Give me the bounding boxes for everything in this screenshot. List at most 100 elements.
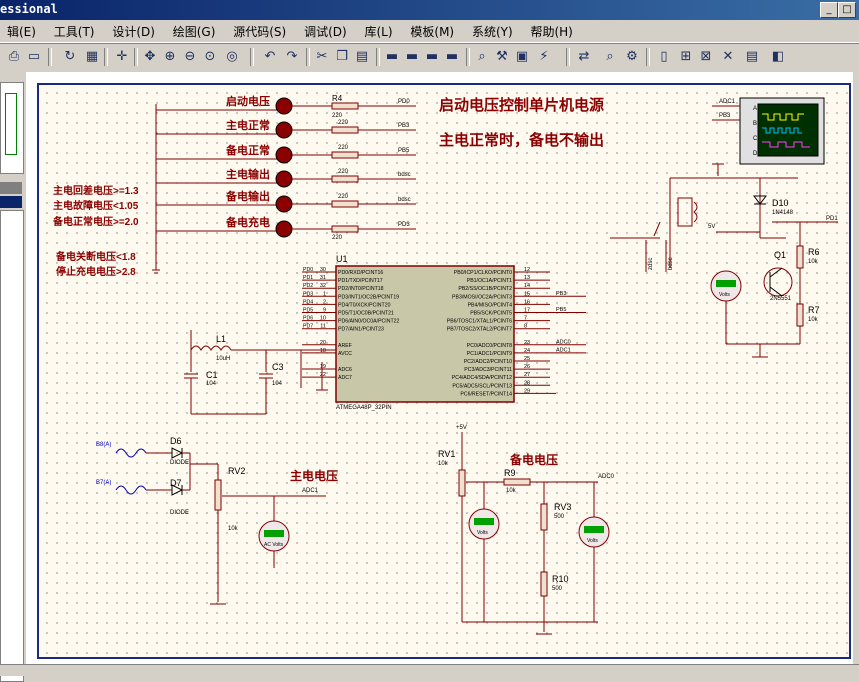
- relay-contact: [653, 221, 661, 237]
- toolbar-separator: [376, 48, 380, 66]
- pick-device-icon[interactable]: ⌕: [478, 49, 486, 64]
- zoom-area-icon[interactable]: ◎: [226, 49, 238, 64]
- mcu-pin-number: 12: [524, 267, 530, 273]
- mcu-pin-label: PD2/INT0/PCINT18: [338, 286, 384, 292]
- block-rotate-icon[interactable]: ▬: [425, 49, 439, 64]
- netlist-ares-icon[interactable]: ✕: [722, 49, 734, 64]
- remove-sheet-icon[interactable]: ⊞: [680, 49, 692, 64]
- rv2-value: 10k: [228, 526, 239, 532]
- zoom-all-icon[interactable]: ⊙: [204, 49, 216, 64]
- redo-icon[interactable]: ↷: [286, 49, 298, 64]
- mcu-pin-label: PC4/ADC4/SDA/PCINT12: [452, 375, 512, 381]
- property-icon[interactable]: ⚙: [626, 49, 638, 64]
- device-list[interactable]: [0, 210, 24, 682]
- schematic-heading-2: 主电正常时，备电不输出: [439, 131, 604, 149]
- bom-icon[interactable]: ▤: [745, 49, 759, 64]
- note-3: 备电正常电压>=2.0: [52, 215, 139, 228]
- print-icon[interactable]: ⎙: [8, 49, 20, 64]
- potentiometer-icon: [458, 469, 466, 497]
- title-bar: essional _ □: [0, 0, 859, 20]
- copy-icon[interactable]: ❐: [336, 49, 348, 64]
- resistor-icon: [796, 245, 804, 269]
- oscilloscope[interactable]: A B C D ADC1 PB3: [712, 97, 825, 165]
- d10-ref: D10: [772, 198, 789, 208]
- r10-value: 500: [552, 586, 563, 592]
- mcu-net-label: PD1: [303, 275, 313, 281]
- make-device-icon[interactable]: ⚒: [496, 49, 508, 64]
- menu-graph[interactable]: 绘图(G): [172, 25, 216, 39]
- mcu-pin-number: 19: [320, 364, 326, 370]
- mcu-body: [335, 265, 515, 403]
- origin-icon[interactable]: ✛: [116, 49, 128, 64]
- block-delete-icon[interactable]: ▬: [445, 49, 459, 64]
- led-row: 主电正常 220 PB3: [156, 118, 416, 139]
- package-tool-icon[interactable]: ▣: [515, 49, 529, 64]
- resistor-icon: [796, 303, 804, 327]
- block-copy-icon[interactable]: ▬: [385, 49, 399, 64]
- main-meter-label: AC Volts: [264, 542, 284, 548]
- left-panel: [0, 72, 26, 682]
- mcu-pin-label: ADC6: [338, 367, 352, 373]
- device-list-selected[interactable]: [0, 196, 22, 208]
- schematic-workspace[interactable]: 启动电压控制单片机电源 主电正常时，备电不输出 启动电压 R4 220 PD0 …: [26, 72, 853, 664]
- mcu-pin-label: PB7/TOSC2/XTAL2/PCINT7: [447, 327, 512, 333]
- mcu-pin-label: AREF: [338, 343, 352, 349]
- potentiometer-icon: [540, 503, 548, 531]
- search-tag-icon[interactable]: ⌕: [606, 49, 614, 64]
- menu-design[interactable]: 设计(D): [112, 25, 155, 39]
- mcu-pin-number: 26: [524, 364, 530, 370]
- cut-icon[interactable]: ✂: [316, 49, 328, 64]
- inductor-icon: [190, 345, 232, 351]
- zoom-in-icon[interactable]: ⊕: [164, 49, 176, 64]
- pan-icon[interactable]: ✥: [144, 49, 156, 64]
- refresh-icon[interactable]: ↻: [64, 49, 76, 64]
- toolbar-separator: [250, 48, 254, 66]
- relay-coil-voltage: 5V: [708, 224, 715, 230]
- menu-debug[interactable]: 调试(D): [304, 25, 347, 39]
- new-sheet-icon[interactable]: ▯: [660, 49, 668, 64]
- transistor-q1[interactable]: Q1 2N5551 R6 10k R7 10k Volts: [710, 222, 820, 358]
- mcu-pin-number: 8: [524, 324, 527, 330]
- menu-tools[interactable]: 工具(T): [53, 25, 95, 39]
- mcu-pin-number: 13: [524, 275, 530, 281]
- led-label: 主电正常: [226, 118, 270, 132]
- menu-help[interactable]: 帮助(H): [530, 25, 573, 39]
- ares-icon[interactable]: ◧: [771, 49, 785, 64]
- overview-window[interactable]: [0, 82, 24, 174]
- d6-ref: D6: [170, 436, 182, 446]
- menu-library[interactable]: 库(L): [364, 25, 393, 39]
- main-section-title: 主电电压: [290, 468, 338, 483]
- mcu-pin-label: ADC7: [338, 375, 352, 381]
- mcu-pin-label: PD7/AIN1/PCINT23: [338, 327, 384, 333]
- mcu-pin-number: 32: [320, 283, 326, 289]
- schematic-canvas[interactable]: 启动电压控制单片机电源 主电正常时，备电不输出 启动电压 R4 220 PD0 …: [26, 72, 853, 664]
- page-icon[interactable]: ▭: [27, 49, 41, 64]
- grid-icon[interactable]: ▦: [85, 49, 99, 64]
- mcu-ref: U1: [336, 254, 348, 264]
- zoom-out-icon[interactable]: ⊖: [184, 49, 196, 64]
- menu-edit[interactable]: 辑(E): [7, 25, 36, 39]
- menu-source[interactable]: 源代码(S): [233, 25, 287, 39]
- menu-template[interactable]: 模板(M): [410, 25, 455, 39]
- decompose-icon[interactable]: ⚡: [539, 49, 549, 64]
- mcu-pin-number: 23: [524, 340, 530, 346]
- menu-system[interactable]: 系统(Y): [471, 25, 513, 39]
- mcu-pin-label: PB0/ICP1/CLKO/PCINT0: [454, 270, 512, 276]
- block-move-icon[interactable]: ▬: [405, 49, 419, 64]
- main-net: ADC1: [302, 488, 319, 494]
- q1-ref: Q1: [774, 250, 786, 260]
- undo-icon[interactable]: ↶: [264, 49, 276, 64]
- paste-icon[interactable]: ▤: [355, 49, 369, 64]
- res-ref: R4: [332, 94, 343, 103]
- led-icon: [275, 170, 293, 188]
- wire-autorouter-icon[interactable]: ⇄: [578, 49, 590, 64]
- goto-sheet-icon[interactable]: ⊠: [700, 49, 712, 64]
- maximize-button[interactable]: □: [838, 2, 856, 18]
- panel-tab[interactable]: [0, 182, 22, 194]
- mcu-u1[interactable]: U1 ATMEGA48P_32PIN PD0/RXD/PCINT1630PD0P…: [302, 254, 586, 411]
- minimize-button[interactable]: _: [820, 2, 838, 18]
- mcu-pin-label: PD0/RXD/PCINT16: [338, 270, 383, 276]
- r7-ref: R7: [808, 305, 820, 315]
- scope-pin-b: B: [753, 121, 757, 127]
